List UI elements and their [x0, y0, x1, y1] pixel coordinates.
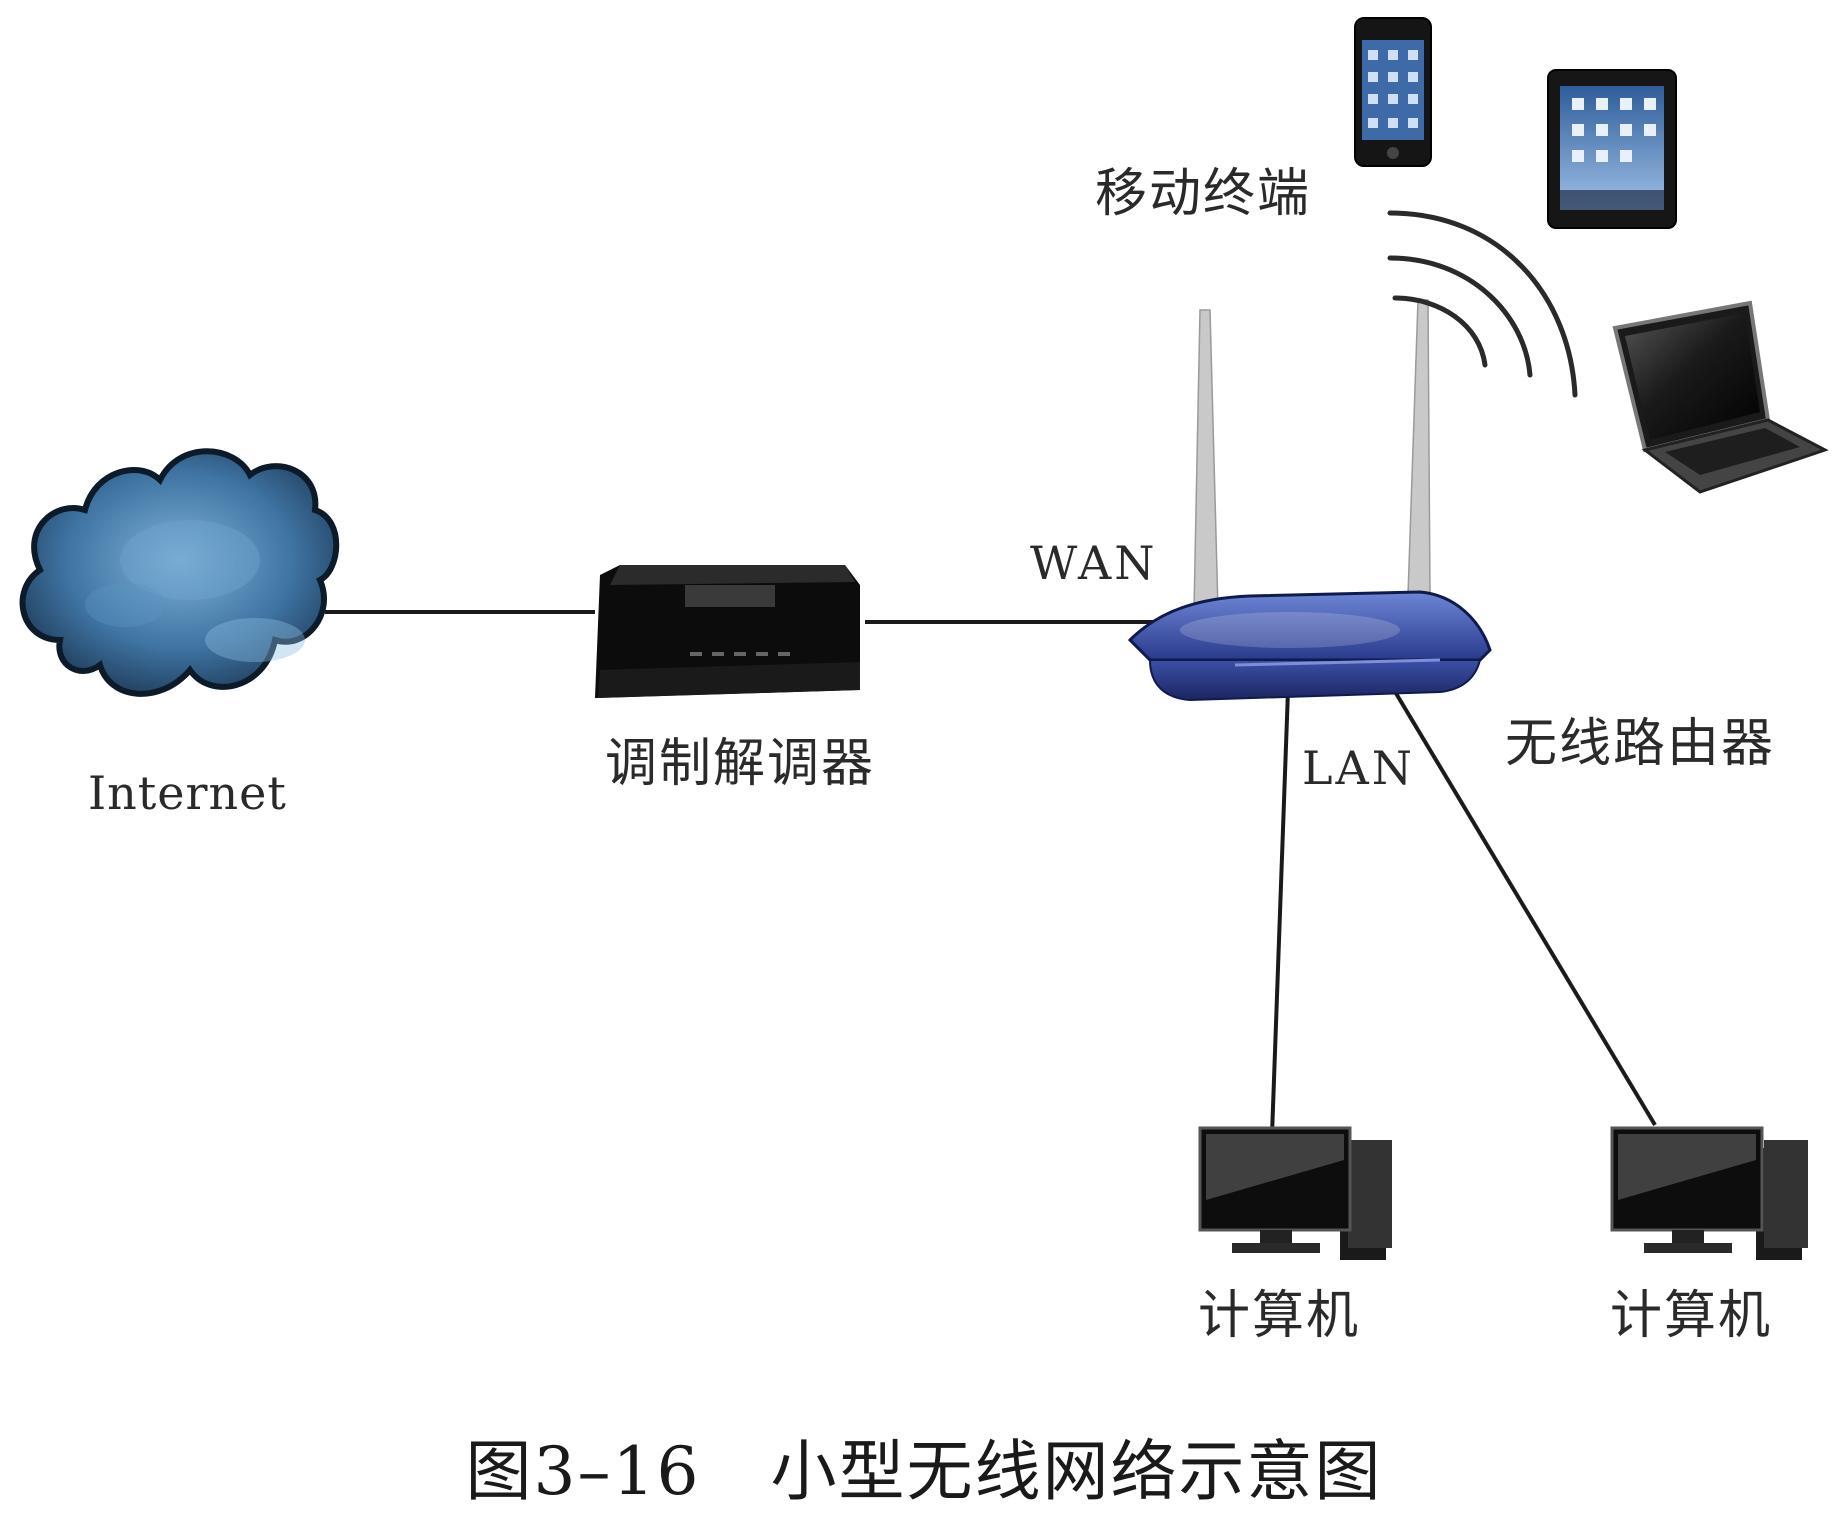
tablet-icon — [1547, 69, 1677, 229]
modem-icon — [595, 565, 860, 698]
computer-label: 计算机 — [1610, 1286, 1773, 1346]
figure-title: 小型无线网络示意图 — [770, 1433, 1383, 1510]
wireless-router-icon — [1127, 299, 1492, 702]
modem-label: 调制解调器 — [605, 734, 876, 794]
lan-label: LAN — [1302, 741, 1416, 795]
desktop-computer-icon — [1610, 1126, 1808, 1260]
desktop-computer-icon — [1198, 1126, 1392, 1260]
router-label: 无线路由器 — [1505, 714, 1776, 774]
mobile-terminal-label: 移动终端 — [1095, 164, 1312, 224]
network-diagram — [19, 17, 1829, 1260]
router-computer2-lan-link — [1383, 673, 1657, 1127]
laptop-icon — [1612, 300, 1829, 494]
connection-lines — [325, 610, 1657, 1136]
wan-label: WAN — [1030, 536, 1158, 590]
smartphone-icon — [1354, 17, 1432, 167]
router-computer1-lan-link — [1270, 689, 1290, 1136]
computer-label: 计算机 — [1198, 1286, 1361, 1346]
figure-number: 图3–16 — [465, 1433, 701, 1510]
wifi-signal-icon — [1387, 210, 1578, 398]
internet-label: Internet — [88, 766, 287, 820]
cloud-icon — [19, 448, 340, 697]
figure-caption: 图3–16 小型无线网络示意图 — [0, 1418, 1848, 1514]
